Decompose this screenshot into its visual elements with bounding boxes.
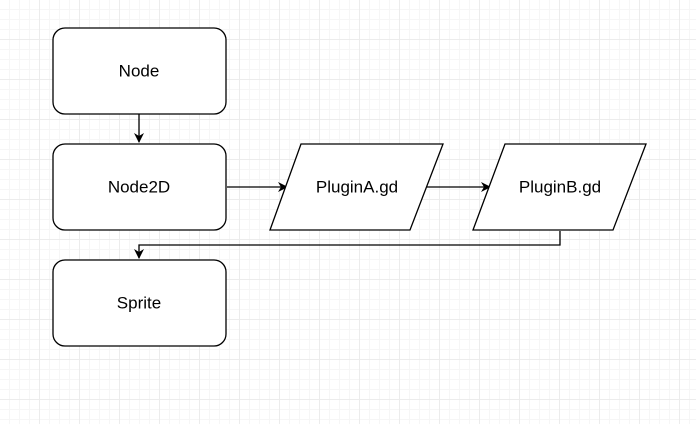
pluginb-box[interactable]: PluginB.gd [472,143,647,231]
node2d-box[interactable]: Node2D [52,143,227,231]
node2d-box-shape [52,143,227,231]
plugina-box-shape [269,143,444,231]
edge-pluginb-to-sprite [134,231,561,259]
node-box[interactable]: Node [52,27,227,115]
node-box-shape [52,27,227,115]
node-label: Node [119,61,160,80]
pluginb-label: PluginB.gd [519,177,601,196]
sprite-label: Sprite [117,293,161,312]
pluginb-box-shape [472,143,647,231]
sprite-box[interactable]: Sprite [52,259,227,347]
plugina-label: PluginA.gd [316,177,398,196]
node2d-label: Node2D [108,177,170,196]
sprite-box-shape [52,259,227,347]
plugina-box[interactable]: PluginA.gd [269,143,444,231]
